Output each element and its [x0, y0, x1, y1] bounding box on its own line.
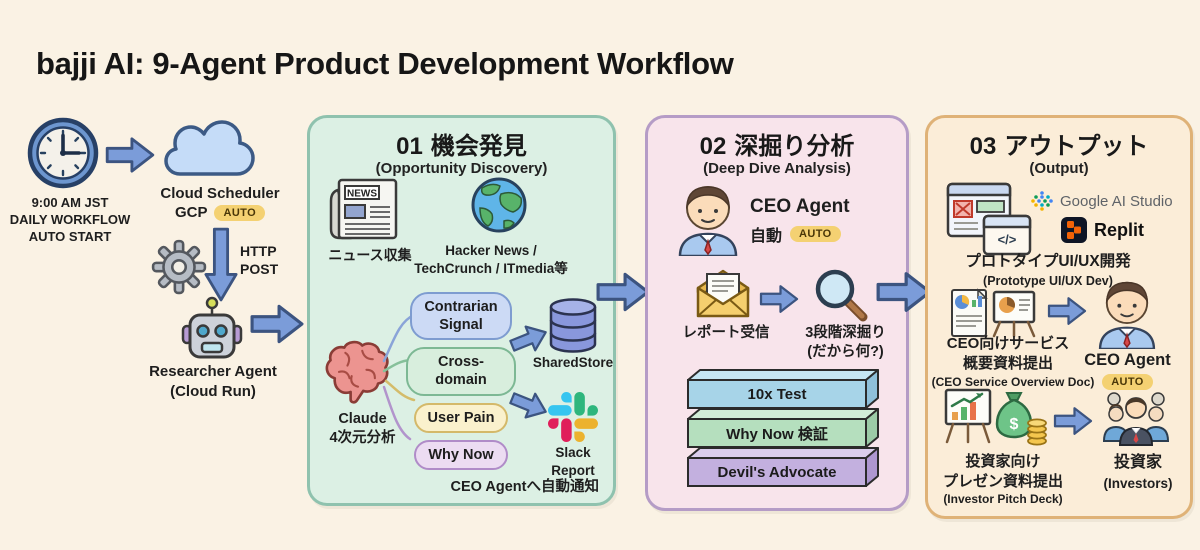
ceo-doc-label-ja: CEO向けサービス 概要資料提出 — [946, 335, 1070, 372]
test-bar-label: Devil's Advocate — [717, 463, 837, 481]
deepdive-label: 3段階深掘り (だから何?) — [805, 325, 886, 361]
replit-icon — [1061, 217, 1087, 243]
arrow-scheduler-to-researcher — [204, 227, 238, 302]
arrow-report-to-deepdive — [759, 285, 799, 313]
investors-label-ja: 投資家 — [1113, 454, 1162, 471]
auto-badge: AUTO — [1102, 373, 1153, 390]
ceo-agent-mode-row: 自動 AUTO — [750, 222, 841, 246]
brain-icon — [325, 340, 389, 404]
page-title: bajji AI: 9-Agent Product Development Wo… — [36, 46, 734, 81]
ceo-agent-auto: AUTO — [1080, 373, 1175, 391]
sharedstore-label: SharedStore — [532, 355, 614, 370]
pill-cross-domain: Cross-domain — [406, 347, 516, 396]
arrow-panel1-to-panel2 — [596, 272, 650, 312]
news-sources-label: Hacker News / TechCrunch / ITmedia等 — [414, 243, 568, 276]
globe-icon — [471, 177, 527, 233]
clock-icon — [27, 117, 99, 189]
test-bar-why-now: Why Now 検証 — [684, 407, 880, 449]
test-bar-10x-test: 10x Test — [684, 368, 880, 410]
scheduler-name: Cloud Scheduler — [160, 185, 280, 202]
svg-text:</>: </> — [998, 232, 1017, 247]
envelope-icon — [696, 269, 750, 318]
database-icon — [549, 298, 597, 353]
researcher-label: Researcher Agent (Cloud Run) — [149, 363, 277, 400]
ceo-doc-icons — [951, 288, 1036, 338]
http-post-label: HTTP POST — [240, 243, 279, 278]
ceo-avatar-icon — [678, 186, 738, 256]
google-ai-studio-icon — [1031, 191, 1053, 211]
slack-icon — [548, 392, 598, 442]
newspaper-icon: NEWS — [329, 178, 398, 240]
investors-icon — [1102, 392, 1170, 446]
news-label: ニュース収集 — [328, 247, 412, 263]
test-bar-label: Why Now 検証 — [726, 425, 828, 443]
robot-icon — [181, 296, 243, 359]
svg-text:$: $ — [1010, 416, 1019, 433]
auto-badge: AUTO — [214, 204, 266, 221]
replit-label: Replit — [1094, 219, 1145, 240]
pill-contrarian-signal: Contrarian Signal — [410, 292, 512, 341]
arrow-researcher-to-panel1 — [250, 304, 304, 344]
ceo-agent-avatar-icon — [1098, 281, 1156, 349]
replit-row: Replit — [1061, 217, 1144, 243]
slack-report-label: Slack Report — [551, 445, 595, 478]
arrow-to-sharedstore — [509, 325, 547, 352]
panel1-footer-note: CEO Agentへ自動通知 — [450, 479, 600, 495]
schedule-label: 9:00 AM JST DAILY WORKFLOW AUTO START — [9, 195, 131, 245]
prototype-windows-icon: </> — [946, 182, 1032, 256]
ceo-doc-label-en: (CEO Service Overview Doc) — [931, 375, 1095, 389]
prototype-label-en: (Prototype UI/UX Dev) — [983, 274, 1113, 288]
gear-icon — [151, 239, 207, 295]
prototype-label-ja: プロトタイプUI/UX開発 — [965, 253, 1131, 270]
pill-user-pain: User Pain — [413, 402, 509, 433]
arrow-pitch-to-investors — [1053, 407, 1093, 435]
arrow-clock-to-scheduler — [105, 137, 155, 173]
panel2-subtitle: (Deep Dive Analysis) — [703, 160, 851, 177]
arrow-doc-to-ceo — [1047, 297, 1087, 325]
ceo-agent-mode: 自動 — [750, 228, 783, 245]
panel3-subtitle: (Output) — [1029, 160, 1089, 177]
svg-text:NEWS: NEWS — [347, 189, 377, 200]
pill-why-now: Why Now — [414, 439, 508, 470]
ceo-agent-name: CEO Agent — [750, 196, 850, 217]
panel1-subtitle: (Opportunity Discovery) — [375, 160, 548, 177]
google-ai-studio-row: Google AI Studio — [1031, 190, 1173, 212]
scheduler-platform-row: GCP AUTO — [146, 204, 294, 221]
scheduler-platform: GCP — [174, 204, 208, 221]
test-bar-label: 10x Test — [747, 385, 807, 403]
arrow-to-slack — [509, 392, 547, 419]
investors-label-en: (Investors) — [1103, 476, 1173, 491]
claude-label: Claude 4次元分析 — [329, 411, 396, 447]
test-bar-devil-s-advocate: Devil's Advocate — [684, 446, 880, 488]
auto-badge: AUTO — [790, 226, 841, 242]
google-ai-studio-label: Google AI Studio — [1060, 192, 1173, 210]
pitch-label-en: (Investor Pitch Deck) — [943, 492, 1063, 506]
pitch-label-ja: 投資家向け プレゼン資料提出 — [942, 453, 1063, 490]
report-received-label: レポート受信 — [682, 325, 770, 341]
ceo-agent-label: CEO Agent — [1084, 351, 1171, 369]
cloud-icon — [164, 120, 255, 176]
magnifier-icon — [815, 269, 868, 322]
arrow-panel2-to-panel3 — [876, 272, 932, 312]
pitch-deck-icons: $ — [944, 388, 1047, 446]
